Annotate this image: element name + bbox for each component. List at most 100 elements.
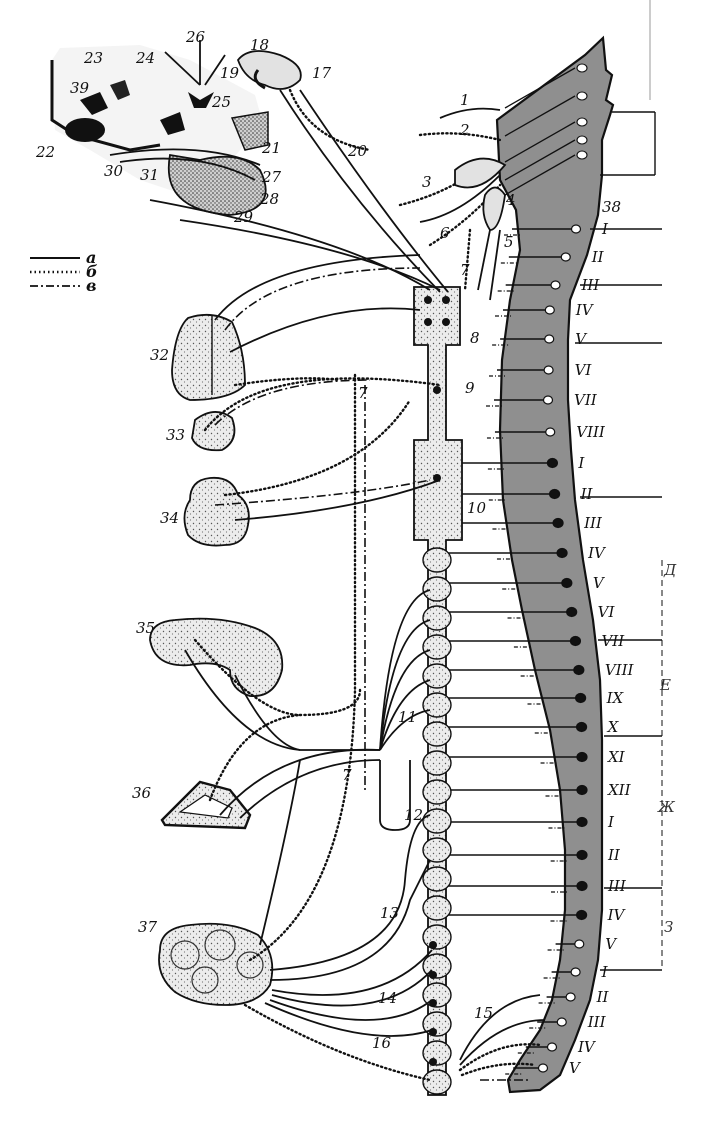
label-16: 16 [372,1034,392,1052]
neuron-body [546,457,559,469]
ganglion-neuron [429,971,437,979]
label-18: 18 [250,36,269,54]
segment-label-cervical-4: IV [575,301,595,319]
label-13: 13 [380,904,399,922]
number-labels: 1 2 3 4 5 6 7 7 7 8 9 10 11 12 13 14 15 … [35,28,621,1052]
neuron-body [556,547,568,559]
sympathetic-trunk [413,286,463,1096]
trunk-ganglion [422,924,452,950]
trunk-ganglion [422,663,452,689]
label-4: 4 [505,191,516,209]
label-24: 24 [135,49,155,67]
segment-label-sacral-2: II [596,988,610,1006]
region-letter-d: Д [663,561,677,579]
neuron-body [576,849,588,861]
neuron-body [542,395,554,405]
label-35: 35 [136,619,155,637]
legend-label-a: а [86,248,96,267]
neuron-body [569,635,582,647]
label-34: 34 [160,509,179,527]
label-6: 6 [440,224,450,242]
neuron-body [575,909,588,921]
cranial-fiber [504,121,576,163]
label-1: 1 [460,91,470,109]
neuron-body [545,427,556,437]
segment-label-sacral-4: IV [577,1038,597,1056]
segment-label-thoracic-8: VIII [605,661,635,679]
neuron-body [543,365,554,375]
segment-label-thoracic-2: II [580,485,594,503]
neuron-body [565,992,576,1002]
segment-label-sacral-3: III [587,1013,607,1031]
ganglion-neuron [424,318,432,326]
label-25: 25 [211,93,231,111]
label-3: 3 [422,173,432,191]
neuron-body [574,692,587,704]
region-letters: Д Е Ж З [657,561,677,936]
neuron-body [552,517,564,529]
label-27: 27 [261,168,282,186]
cranial-fiber [504,139,576,181]
trunk-ganglion [422,1069,452,1095]
cranial-fiber [504,154,576,196]
trunk-ganglion [422,779,452,805]
neuron-body [576,150,588,160]
neuron-body [575,721,588,733]
neuron-body [556,1017,567,1027]
neuron-body [576,880,588,892]
legend-label-c: в [86,276,97,295]
segment-labels: IIIIIIIVVVIVIIVIIIIIIIIIIVVVIVIIVIIIIXXX… [569,220,635,1077]
ganglion-neuron [433,386,441,394]
trunk-ganglion [422,837,452,863]
neuron-body [560,252,571,262]
neuron-body [576,117,588,127]
nerve-pathways [149,88,546,1082]
trunk-ganglion [422,721,452,747]
label-11: 11 [398,708,417,726]
neuron-body [570,224,582,234]
segment-label-lumbar-5: V [605,935,618,953]
segment-label-cervical-2: II [591,248,605,266]
neuron-body [546,1042,558,1052]
label-26: 26 [185,28,206,46]
neuron-body [570,967,581,977]
label-20: 20 [347,142,368,160]
cranial-fiber [504,95,576,137]
trunk-ganglion [422,576,452,602]
neuron-body [566,606,578,618]
ganglion-neuron [429,1028,437,1036]
organ-33 [191,411,236,452]
trunk-ganglion [422,634,452,660]
label-23: 23 [83,49,103,67]
neuron-body [576,63,588,73]
ganglion-neuron [442,318,450,326]
label-12: 12 [404,806,423,824]
legend: а б в [30,248,98,295]
label-14: 14 [378,989,397,1007]
label-10: 10 [467,499,487,517]
segment-label-sacral-5: V [569,1059,582,1077]
ganglion-neuron [424,296,432,304]
label-32: 32 [150,346,169,364]
organ-36 [160,780,252,830]
label-17: 17 [312,64,332,82]
segment-label-sacral-1: I [601,963,609,981]
region-brackets [575,0,663,971]
neuron-body [561,577,573,589]
trunk-ganglion [422,1040,452,1066]
segment-label-cervical-8: VIII [576,423,606,441]
segment-label-thoracic-4: IV [587,544,607,562]
label-38: 38 [602,198,621,216]
neuron-body [544,305,555,315]
segment-label-thoracic-7: VII [601,632,625,650]
neuron-body [537,1063,549,1073]
label-8: 8 [470,329,480,347]
segment-label-cervical-5: V [575,330,588,348]
label-9: 9 [465,379,475,397]
cranial-fiber [504,67,576,109]
label-36: 36 [132,784,152,802]
segment-label-cervical-1: I [601,220,609,238]
ganglion-neuron [429,999,437,1007]
brain-area [50,40,302,216]
